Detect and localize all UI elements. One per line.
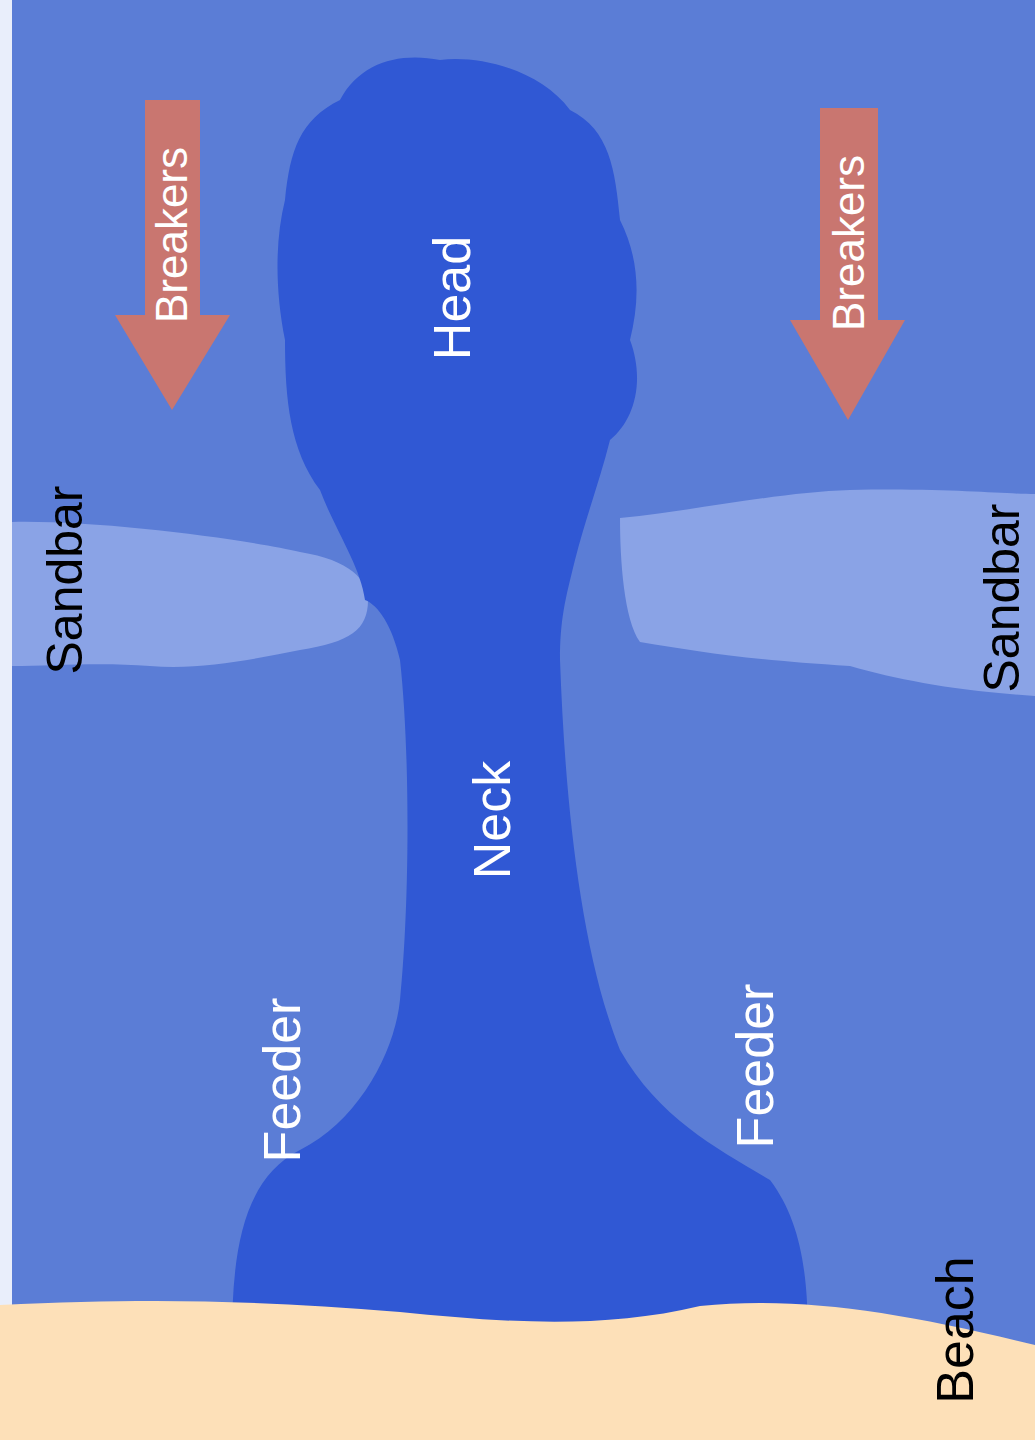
part-label: Feeder (256, 998, 308, 1163)
part-label: Neck (466, 761, 518, 879)
beach-label: Beach (929, 1256, 981, 1403)
breaker-arrow: Breakers (115, 100, 230, 412)
sandbar-label: Sandbar (40, 485, 90, 674)
sandbar-label: Sandbar (977, 503, 1027, 692)
breakers-label: Breakers (827, 155, 871, 331)
part-label: Feeder (729, 984, 781, 1149)
rip-current-outline (232, 52, 808, 1342)
breaker-arrow-shape (790, 108, 905, 420)
sandbar-right (620, 490, 1035, 696)
margin (0, 0, 12, 1440)
rip-current: HeadNeck (232, 52, 808, 1342)
rip-current-shape (232, 57, 808, 1340)
beach-sand (0, 1301, 1035, 1440)
part-label: Head (426, 236, 478, 360)
breakers-label: Breakers (150, 147, 194, 323)
breaker-arrow-shape (115, 100, 230, 410)
breaker-arrow: Breakers (790, 108, 905, 422)
